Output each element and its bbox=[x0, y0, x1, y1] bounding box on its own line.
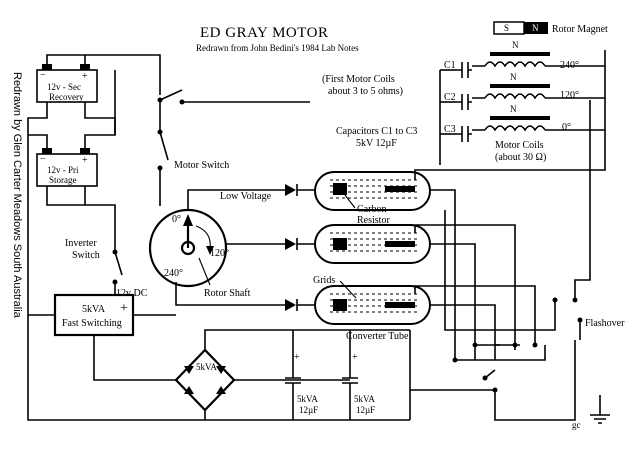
first-motor-coils-label: (First Motor Coils bbox=[322, 74, 395, 85]
low-voltage-label: Low Voltage bbox=[220, 191, 272, 202]
battery-storage-label: 12v - Pri bbox=[47, 165, 79, 175]
coil-120: N 120° bbox=[472, 72, 579, 101]
side-credit: Redrawn by Glen Carter Meadows South Aus… bbox=[11, 72, 23, 319]
gc-label: gc bbox=[572, 420, 581, 430]
fast-switching-label-2: Fast Switching bbox=[62, 318, 122, 329]
converter-tube-3 bbox=[314, 285, 440, 325]
rotor-magnet: S N Rotor Magnet bbox=[493, 21, 608, 35]
coil-n-label: N bbox=[510, 72, 517, 82]
motor-switch: Motor Switch bbox=[157, 129, 229, 206]
grids-label: Grids bbox=[313, 275, 335, 286]
carbon-resistor-label: Carbon bbox=[357, 204, 386, 215]
capacitors-c1-c3: C1 C2 C3 bbox=[439, 60, 472, 165]
minus-sign: − bbox=[40, 154, 46, 165]
capacitor-a: + 5kVA 12µF bbox=[285, 330, 318, 420]
capacitor-b-label: 5kVA bbox=[354, 394, 375, 404]
capacitor-b-label-2: 12µF bbox=[356, 405, 375, 415]
battery-recovery-label-2: Recovery bbox=[49, 92, 84, 102]
c1-label: C1 bbox=[444, 60, 456, 71]
plus-sign: + bbox=[82, 71, 88, 82]
motor-coils-label-2: (about 30 Ω) bbox=[495, 152, 546, 163]
cap-plus: + bbox=[294, 352, 300, 363]
title: ED GRAY MOTOR bbox=[200, 25, 328, 41]
output-bus bbox=[410, 50, 606, 421]
cap-plus: + bbox=[352, 352, 358, 363]
motor-coils-label: Motor Coils bbox=[495, 140, 544, 151]
battery-storage: − + 12v - Pri Storage bbox=[36, 148, 98, 187]
dc-12v-label: 12v DC bbox=[116, 288, 148, 299]
capacitor-a-label-2: 12µF bbox=[299, 405, 318, 415]
battery-storage-label-2: Storage bbox=[49, 175, 77, 185]
fast-switching-box: 5kVA Fast Switching bbox=[53, 293, 176, 381]
rotor-0-label: 0° bbox=[172, 214, 181, 225]
inverter-switch-label-2: Switch bbox=[72, 250, 100, 261]
dc-plus: + bbox=[120, 301, 128, 316]
battery-recovery-label: 12v - Sec bbox=[47, 82, 81, 92]
top-switch bbox=[157, 89, 310, 130]
plus-sign: + bbox=[82, 155, 88, 166]
capacitors-label-2: 5kV 12µF bbox=[356, 138, 397, 149]
diodes bbox=[285, 184, 320, 311]
battery-recovery: − + 12v - Sec Recovery bbox=[36, 64, 98, 103]
magnet-s-label: S bbox=[504, 23, 509, 33]
rotor-120-label: 120° bbox=[210, 248, 229, 259]
coil-0-label: 0° bbox=[562, 122, 571, 133]
inverter-switch: Inverter Switch 12v DC + bbox=[65, 238, 148, 316]
c3-label: C3 bbox=[444, 124, 456, 135]
motor-switch-label: Motor Switch bbox=[174, 160, 229, 171]
battery-wiring bbox=[27, 54, 410, 421]
converter-tube-2 bbox=[314, 224, 440, 264]
carbon-resistor-label-2: Resistor bbox=[357, 215, 390, 226]
subtitle: Redrawn from John Bedini's 1984 Lab Note… bbox=[196, 43, 359, 53]
capacitor-b: + 5kVA 12µF bbox=[342, 330, 375, 420]
minus-sign: − bbox=[40, 70, 46, 81]
fast-switching-label: 5kVA bbox=[82, 304, 106, 315]
coil-120-label: 120° bbox=[560, 90, 579, 101]
ground-symbol: gc bbox=[572, 395, 610, 430]
rotor-240-label: 240° bbox=[164, 268, 183, 279]
capacitor-a-label: 5kVA bbox=[297, 394, 318, 404]
flashover-label: Flashover bbox=[585, 318, 625, 329]
converter-tube-1 bbox=[314, 169, 431, 211]
bridge-label: 5kVA bbox=[196, 362, 217, 372]
magnet-n-label: N bbox=[532, 23, 539, 33]
capacitors-label: Capacitors C1 to C3 bbox=[336, 126, 417, 137]
inverter-switch-label: Inverter bbox=[65, 238, 97, 249]
bridge-rectifier: 5kVA bbox=[174, 329, 410, 420]
coil-0: N 0° bbox=[472, 104, 571, 133]
coil-n-label: N bbox=[512, 40, 519, 50]
rotor-shaft-label: Rotor Shaft bbox=[204, 288, 251, 299]
first-motor-coils-label-2: about 3 to 5 ohms) bbox=[328, 86, 403, 97]
rotor-magnet-label: Rotor Magnet bbox=[552, 24, 608, 35]
c2-label: C2 bbox=[444, 92, 456, 103]
rotor: 0° 120° 240° Rotor Shaft bbox=[148, 189, 285, 306]
converter-tube-label: Converter Tube bbox=[346, 331, 409, 342]
coil-n-label: N bbox=[510, 104, 517, 114]
